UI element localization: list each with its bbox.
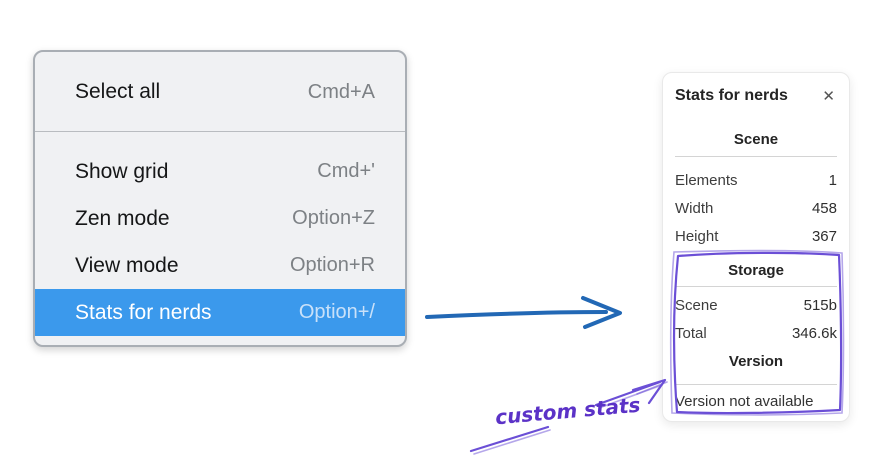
version-note: Version not available	[675, 393, 814, 410]
menu-item-show-grid[interactable]: Show grid Cmd+'	[35, 148, 405, 195]
menu-item-select-all[interactable]: Select all Cmd+A	[35, 67, 405, 117]
stat-row-scene-size: Scene 515b	[675, 291, 837, 319]
menu-item-label: Stats for nerds	[75, 300, 212, 324]
panel-title-row: Stats for nerds ✕	[675, 86, 837, 106]
scene-rows: Elements 1 Width 458 Height 367	[675, 166, 837, 250]
menu-item-label: Show grid	[75, 159, 169, 183]
menu-item-shortcut: Option+R	[289, 254, 375, 276]
stat-value: 515b	[803, 296, 837, 314]
menu-item-shortcut: Cmd+A	[307, 80, 375, 103]
stat-value: 458	[811, 199, 837, 217]
custom-stats-annotation: custom stats	[494, 392, 642, 430]
section-heading-scene: Scene	[733, 131, 779, 148]
menu-item-label: Zen mode	[75, 206, 170, 230]
stat-label: Height	[675, 227, 719, 245]
divider	[675, 156, 837, 157]
divider	[675, 384, 837, 385]
menu-divider	[35, 131, 405, 132]
context-menu: Select all Cmd+A Show grid Cmd+' Zen mod…	[33, 50, 407, 347]
stat-value: 346.6k	[791, 324, 837, 342]
stats-for-nerds-panel: Stats for nerds ✕ Scene Elements 1 Width…	[662, 72, 850, 422]
menu-group-bottom: Show grid Cmd+' Zen mode Option+Z View m…	[35, 132, 405, 345]
menu-item-stats-for-nerds[interactable]: Stats for nerds Option+/	[35, 289, 405, 336]
close-icon[interactable]: ✕	[822, 87, 835, 105]
menu-item-shortcut: Option+/	[298, 301, 375, 323]
stat-label: Width	[675, 199, 714, 217]
panel-title: Stats for nerds	[675, 87, 788, 104]
section-heading-storage: Storage	[728, 262, 784, 279]
menu-item-shortcut: Option+Z	[292, 207, 375, 229]
stat-row-width: Width 458	[675, 194, 837, 222]
stat-label: Scene	[675, 296, 718, 314]
blue-arrow	[425, 296, 622, 329]
storage-rows: Scene 515b Total 346.6k	[675, 291, 837, 347]
menu-item-label: View mode	[75, 253, 179, 277]
stat-value: 367	[811, 227, 837, 245]
menu-item-shortcut: Cmd+'	[317, 160, 375, 182]
menu-group-top: Select all Cmd+A	[35, 52, 405, 131]
menu-item-label: Select all	[75, 80, 161, 103]
stat-row-total-size: Total 346.6k	[675, 319, 837, 347]
stat-row-height: Height 367	[675, 222, 837, 250]
menu-item-view-mode[interactable]: View mode Option+R	[35, 242, 405, 289]
stat-label: Total	[675, 324, 707, 342]
stat-label: Elements	[675, 171, 738, 189]
stat-row-elements: Elements 1	[675, 166, 837, 194]
section-heading-version: Version	[728, 353, 784, 370]
menu-item-zen-mode[interactable]: Zen mode Option+Z	[35, 195, 405, 242]
stat-value: 1	[828, 171, 837, 189]
divider	[675, 286, 837, 287]
